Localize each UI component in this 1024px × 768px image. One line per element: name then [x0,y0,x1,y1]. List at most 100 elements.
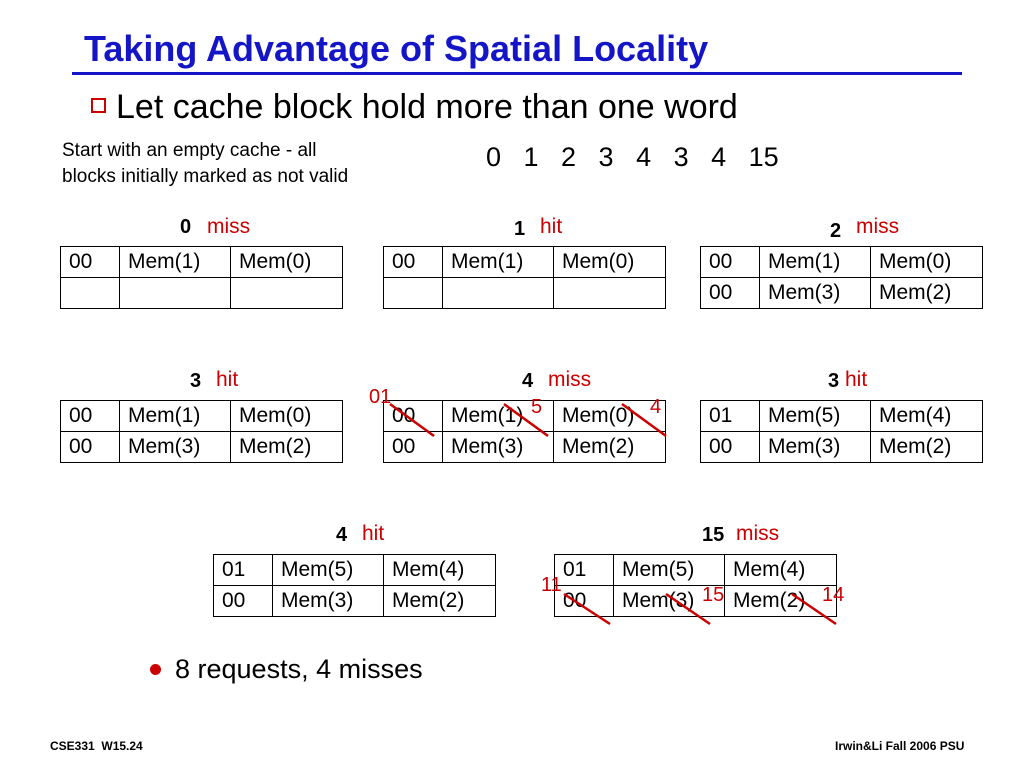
step-result: miss [856,215,900,238]
cache-word-0: Mem(2) [870,431,983,463]
cache-tag [383,277,443,309]
cache-row: 00 Mem(3) Mem(2) [383,431,666,463]
cache-row [383,277,666,309]
cache-word-0: Mem(0) [553,400,666,432]
cache-table: 00 Mem(1) Mem(0) [383,246,666,309]
cache-word-1: Mem(3) [759,431,871,463]
round-bullet-icon [150,664,161,675]
cache-tag [60,277,120,309]
cache-word-0: Mem(2) [383,585,496,617]
cache-row: 00 Mem(3) Mem(2) [554,585,837,617]
step-result: hit [540,215,563,238]
step-result: miss [736,522,780,545]
cache-row: 00 Mem(3) Mem(2) [60,431,343,463]
note-text: Start with an empty cache - all blocks i… [62,138,348,190]
cache-table: 00 Mem(1) Mem(0) 00 Mem(3) Mem(2) [60,400,343,463]
cache-word-0: Mem(2) [553,431,666,463]
cache-word-1: Mem(1) [119,246,231,278]
summary-text: 8 requests, 4 misses [175,654,423,684]
cache-tag: 00 [383,400,443,432]
cache-word-0: Mem(4) [724,554,837,586]
cache-table: 01 Mem(5) Mem(4) 00 Mem(3) Mem(2) [213,554,496,617]
step-number: 0 [180,216,192,238]
cache-table: 00 Mem(1) Mem(0) [60,246,343,309]
cache-row: 00 Mem(1) Mem(0) [383,400,666,432]
cache-row: 00 Mem(1) Mem(0) [700,246,983,278]
cache-tag: 00 [213,585,273,617]
cache-row [60,277,343,309]
cache-tag: 00 [60,400,120,432]
cache-row: 00 Mem(3) Mem(2) [213,585,496,617]
overwrite-word-label: 15 [702,584,725,606]
cache-word-1: Mem(5) [613,554,725,586]
cache-word-1: Mem(3) [442,431,554,463]
step-result: hit [216,368,239,391]
cache-word-0: Mem(2) [724,585,837,617]
overwrite-tag-label: 11 [541,574,562,596]
cache-tag: 00 [60,431,120,463]
cache-word-1: Mem(5) [272,554,384,586]
cache-tag: 00 [700,246,760,278]
cache-word-1: Mem(3) [119,431,231,463]
cache-row: 00 Mem(1) Mem(0) [383,246,666,278]
cache-word-0: Mem(0) [230,400,343,432]
note-line-2: blocks initially marked as not valid [62,166,349,187]
cache-row: 00 Mem(1) Mem(0) [60,246,343,278]
cache-word-0: Mem(4) [870,400,983,432]
step-number: 3 [190,370,202,392]
step-number: 1 [514,218,526,240]
step-number: 3 [828,370,840,392]
overwrite-word-label: 14 [822,584,845,606]
cache-word-0: Mem(0) [230,246,343,278]
step-number: 4 [336,524,348,546]
note-line-1: Start with an empty cache - all [62,140,317,161]
cache-row: 01 Mem(5) Mem(4) [213,554,496,586]
overwrite-word-label: 5 [531,396,543,418]
cache-tag: 01 [213,554,273,586]
cache-table: 00 Mem(1) Mem(0) 00 Mem(3) Mem(2) [383,400,666,463]
step-number: 15 [702,524,725,546]
cache-word-1 [119,277,231,309]
cache-word-0 [230,277,343,309]
cache-row: 01 Mem(5) Mem(4) [554,554,837,586]
step-result: hit [845,368,868,391]
footer-credit: Irwin&Li Fall 2006 PSU [835,739,965,753]
cache-word-1 [442,277,554,309]
title-underline [72,72,962,75]
step-number: 4 [522,370,534,392]
cache-tag: 00 [700,277,760,309]
cache-word-0 [553,277,666,309]
cache-word-1: Mem(3) [759,277,871,309]
cache-tag: 00 [60,246,120,278]
slide-title: Taking Advantage of Spatial Locality [84,28,709,69]
cache-tag: 00 [383,431,443,463]
cache-row: 01 Mem(5) Mem(4) [700,400,983,432]
step-result: miss [548,368,592,391]
cache-tag: 00 [383,246,443,278]
bullet-text: Let cache block hold more than one word [116,88,738,126]
cache-tag: 00 [700,431,760,463]
step-result: miss [207,215,251,238]
cache-word-1: Mem(1) [119,400,231,432]
cache-word-0: Mem(4) [383,554,496,586]
footer-course: CSE331 W15.24 [50,739,143,753]
cache-tag: 00 [554,585,614,617]
step-result: hit [362,522,385,545]
cache-tag: 01 [554,554,614,586]
cache-table: 00 Mem(1) Mem(0) 00 Mem(3) Mem(2) [700,246,983,309]
step-number: 2 [830,220,842,242]
cache-row: 00 Mem(1) Mem(0) [60,400,343,432]
cache-word-0: Mem(2) [870,277,983,309]
square-bullet-icon [91,98,106,113]
cache-word-0: Mem(0) [553,246,666,278]
cache-row: 00 Mem(3) Mem(2) [700,277,983,309]
overwrite-tag-label: 01 [369,386,392,408]
cache-row: 00 Mem(3) Mem(2) [700,431,983,463]
request-sequence: 0 1 2 3 4 3 4 15 [486,142,779,172]
cache-word-1: Mem(5) [759,400,871,432]
cache-tag: 01 [700,400,760,432]
cache-word-1: Mem(1) [442,246,554,278]
overwrite-word-label: 4 [650,396,662,418]
cache-table: 01 Mem(5) Mem(4) 00 Mem(3) Mem(2) [700,400,983,463]
cache-table: 01 Mem(5) Mem(4) 00 Mem(3) Mem(2) [554,554,837,617]
